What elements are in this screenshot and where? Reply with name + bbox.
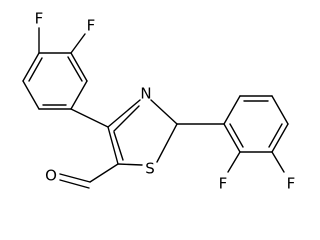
molecule-structure: F F N S O F F bbox=[22, 10, 296, 193]
bond bbox=[70, 80, 88, 110]
bond bbox=[107, 126, 119, 165]
sulfur-label: S bbox=[145, 160, 155, 178]
bond bbox=[113, 131, 124, 161]
bond bbox=[22, 80, 40, 110]
bond bbox=[28, 57, 43, 82]
bond bbox=[59, 173, 91, 183]
bond bbox=[117, 163, 143, 166]
bond bbox=[22, 52, 40, 82]
bond bbox=[150, 99, 178, 125]
bond bbox=[70, 52, 88, 82]
atom-labels: F F N S O F F bbox=[35, 10, 296, 193]
bond bbox=[271, 95, 289, 125]
bond bbox=[107, 99, 141, 128]
bond bbox=[227, 151, 241, 173]
bond bbox=[67, 56, 83, 82]
fluorine-label: F bbox=[287, 175, 296, 193]
oxygen-label: O bbox=[45, 167, 57, 185]
bond bbox=[268, 123, 283, 148]
fluorine-label: F bbox=[219, 175, 228, 193]
nitrogen-label: N bbox=[140, 85, 151, 103]
fluorine-label: F bbox=[35, 10, 44, 28]
bond bbox=[271, 151, 285, 173]
bond bbox=[223, 123, 241, 153]
bond bbox=[113, 105, 140, 132]
bond bbox=[229, 123, 244, 148]
bond bbox=[70, 33, 86, 54]
bond bbox=[156, 123, 178, 163]
bond bbox=[70, 108, 109, 128]
bond bbox=[223, 95, 241, 125]
bond bbox=[59, 179, 90, 189]
bond bbox=[89, 163, 119, 183]
fluorine-label: F bbox=[87, 17, 96, 35]
bond bbox=[271, 123, 289, 153]
bonds bbox=[22, 27, 289, 189]
